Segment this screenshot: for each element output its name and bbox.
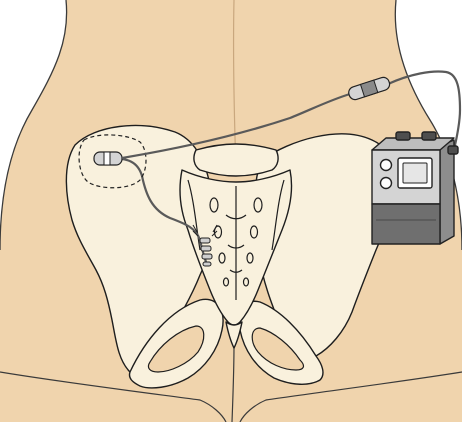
stimulator-display-inner xyxy=(403,163,427,183)
stimulator-cable-port xyxy=(448,146,458,154)
stimulator-side-face xyxy=(440,140,454,244)
l5-vertebra xyxy=(194,144,278,176)
connector-band xyxy=(104,152,110,165)
electrode-contact-4 xyxy=(203,262,211,266)
stimulator-top-clip-left xyxy=(396,132,410,140)
stimulator-top-face xyxy=(372,138,454,150)
electrode-contact-1 xyxy=(200,238,210,243)
external-test-stimulator xyxy=(372,132,458,244)
stimulator-front-lower xyxy=(372,204,440,244)
stimulator-top-clip-right xyxy=(422,132,436,140)
stimulator-button-bottom xyxy=(381,178,392,189)
electrode-contact-2 xyxy=(201,246,211,251)
electrode-contact-3 xyxy=(202,254,212,259)
stimulator-button-top xyxy=(381,160,392,171)
